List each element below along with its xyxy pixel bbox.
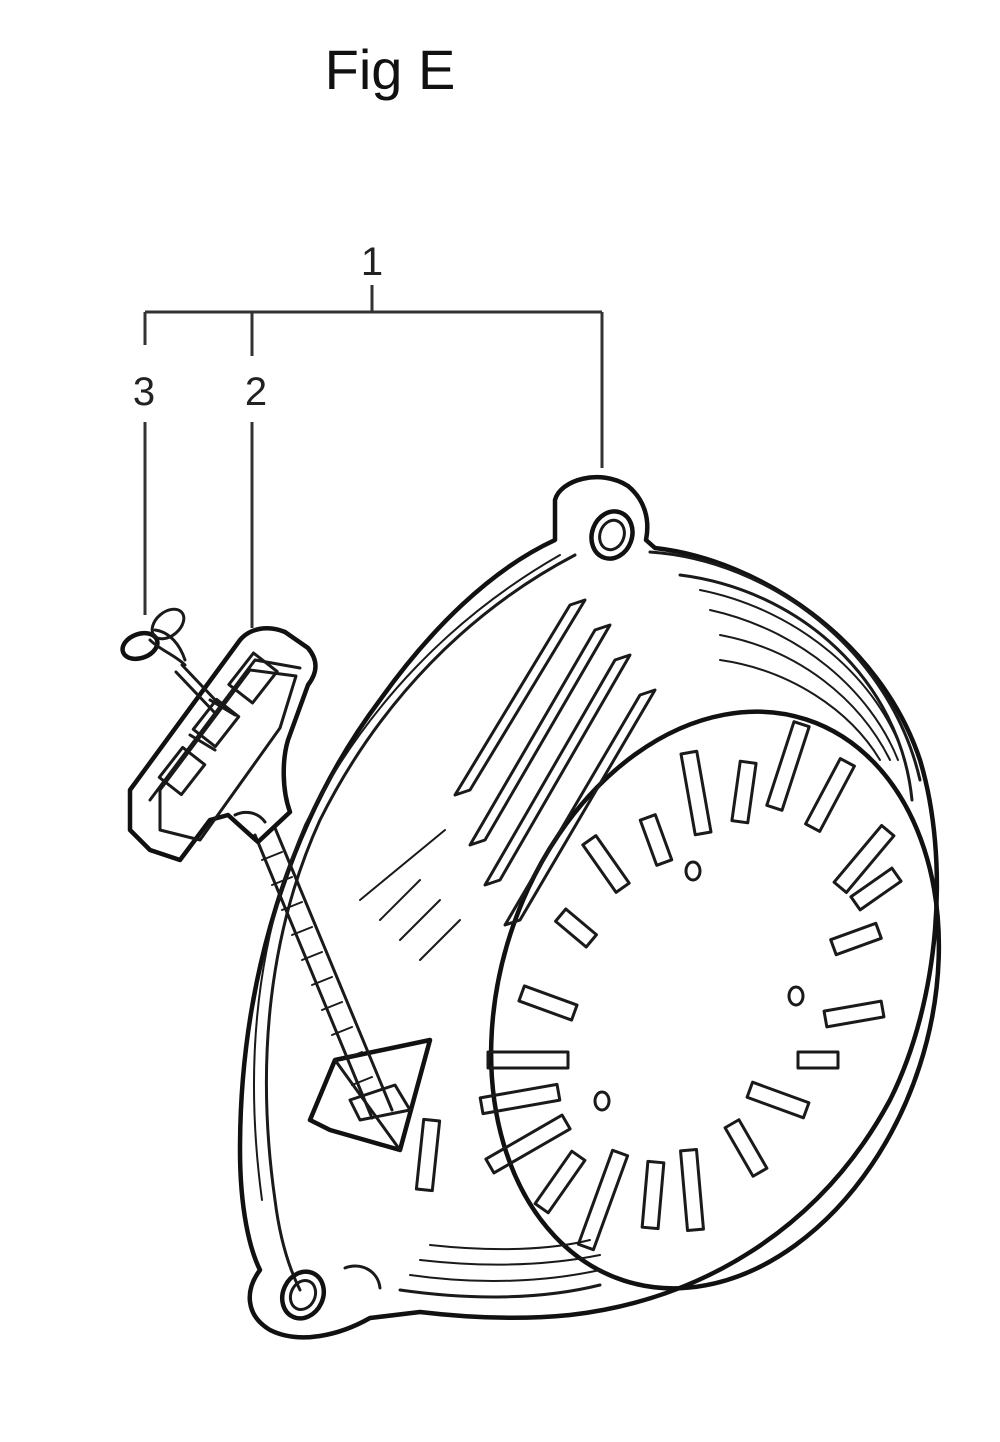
reference-numeral-2: 2	[244, 370, 268, 414]
reference-numeral-3: 3	[132, 370, 156, 414]
rope-knot	[120, 607, 222, 714]
housing-flange	[237, 475, 940, 1340]
flange-ribs	[359, 598, 657, 961]
rope-guide	[307, 1037, 442, 1193]
starter-handle	[127, 626, 318, 863]
figure-title: Fig E	[324, 38, 456, 101]
reference-numeral-1: 1	[360, 240, 384, 284]
starter-rope	[253, 826, 394, 1120]
vent-fins	[478, 720, 903, 1252]
starter-cover	[398, 550, 942, 1299]
leader-lines	[143, 285, 604, 628]
